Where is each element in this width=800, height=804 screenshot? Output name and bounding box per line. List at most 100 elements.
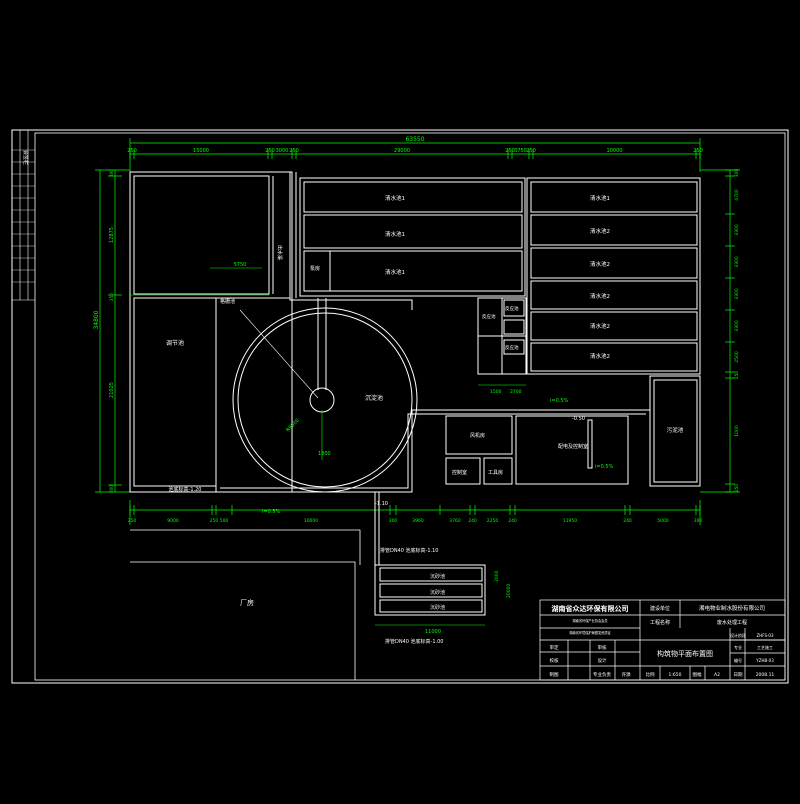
title-role-cells: 审定审核校核设计制图专业负责许源 xyxy=(550,644,631,678)
right-tanks xyxy=(526,177,701,375)
sludge-tank xyxy=(649,375,701,487)
bottom-dimension-chain xyxy=(129,500,701,525)
dim-bottom-seg-13: 5000 xyxy=(657,518,669,524)
title-sheet-value: YZHB-03 xyxy=(755,658,774,663)
label-clear-right-0: 清水池1 xyxy=(590,194,610,202)
dim-right-seg-0: 300 xyxy=(734,169,740,178)
title-scale-value: 1:650 xyxy=(669,672,682,678)
title-block xyxy=(539,599,786,681)
dim-right-seg-9: 250 xyxy=(734,484,740,493)
dim-right-seg-2: 3300 xyxy=(734,224,740,236)
dim-top-total: 63550 xyxy=(405,136,424,143)
title-drawing-title: 构筑物平面布置图 xyxy=(657,649,713,658)
title-stage-label: 设计阶段 xyxy=(730,632,746,638)
dim-bottom-seg-14: 300 xyxy=(694,518,703,524)
label-pipe-2: 排管DN40 池底标高-1.00 xyxy=(385,638,443,645)
title-company-left: 湖南省众达环保有限公司 xyxy=(552,604,629,613)
label-base-elevation: 池底标高-1.20 xyxy=(169,486,202,493)
filter-boxes xyxy=(477,297,527,375)
right-tank-labels: 清水池1 清水池2 清水池2 清水池2 清水池2 清水池2 xyxy=(590,194,610,360)
factory-outline xyxy=(130,529,361,680)
label-pump-room: 风机房 xyxy=(470,432,485,439)
signature-strip: 会签栏 xyxy=(12,130,35,301)
dim-right-seg-1: 4700 xyxy=(734,189,740,201)
dim-bottom-seg-11: 11950 xyxy=(563,518,577,524)
round-tank xyxy=(232,298,418,493)
dim-bottom-seg-7: 3760 xyxy=(449,518,461,524)
label-slope-3: i=0.5% xyxy=(595,464,614,470)
label-small-room-0: 控制室 xyxy=(452,469,467,476)
label-elev-2: -0.50 xyxy=(572,416,585,422)
top-dimension-chain xyxy=(129,138,701,172)
dim-top-seg-8: 250 xyxy=(526,148,536,154)
dim-5750: 5750 xyxy=(234,262,247,268)
dim-top-seg-3: 3000 xyxy=(276,148,289,154)
right-dimension-chain xyxy=(700,169,740,493)
label-clear-right-4: 清水池2 xyxy=(590,322,610,330)
label-filter-a: 反应池 xyxy=(482,313,496,320)
dim-bottom-seg-4: 10000 xyxy=(304,518,318,524)
dim-bottom-seg-12: 240 xyxy=(623,518,632,524)
dim-right-seg-6: 2500 xyxy=(734,351,740,363)
title-sheet-label: 编号 xyxy=(734,657,742,663)
title-role-5: 专业负责 xyxy=(593,671,611,678)
label-slope-2: i=0.5% xyxy=(262,509,281,515)
dim-bottom-seg-0: 250 xyxy=(128,518,137,524)
dim-left-1: 12875 xyxy=(109,227,115,243)
label-vertical: 出水渠 xyxy=(276,245,283,260)
outer-frame xyxy=(11,129,789,684)
label-clear-top-2: 清水池1 xyxy=(385,268,405,276)
title-date-label: 日期 xyxy=(734,672,743,678)
dim-top-seg-7: 3750 xyxy=(514,148,527,154)
title-project-name-label: 工程名称 xyxy=(650,619,670,626)
dim-bottom-seg-1: 9000 xyxy=(167,518,179,524)
label-lower-tank-0: 沉砂池 xyxy=(430,573,445,580)
label-round-tank: 沉淀池 xyxy=(365,394,383,402)
dim-filter-1: 2700 xyxy=(510,389,522,395)
label-sludge-tank: 污泥池 xyxy=(667,426,684,434)
dim-tank-right: 2000 xyxy=(494,570,500,582)
dim-bottom-seg-10: 240 xyxy=(508,518,517,524)
title-no-value: ZHFS-03 xyxy=(756,633,774,638)
label-control-room: 配电及控制室 xyxy=(558,443,588,450)
label-elev-1: -1.10 xyxy=(375,501,388,507)
dim-1800: 1800 xyxy=(318,451,331,457)
dim-top-seg-10: 250 xyxy=(693,148,703,154)
dim-right-seg-8: 1000 xyxy=(734,425,740,437)
title-prof-label: 专业 xyxy=(734,644,742,650)
dim-bottom-seg-5: 300 xyxy=(389,518,398,524)
dim-right-seg-4: 3300 xyxy=(734,288,740,300)
label-clear-right-3: 清水池2 xyxy=(590,292,610,300)
label-water-tank: 调节池 xyxy=(166,339,184,347)
lower-rooms xyxy=(445,415,629,485)
title-role-1: 审核 xyxy=(598,644,607,651)
title-role-4: 制图 xyxy=(550,671,559,678)
dim-left-2: 250 xyxy=(109,293,114,301)
title-size-label: 图幅 xyxy=(693,671,702,678)
title-role-3: 设计 xyxy=(598,657,607,664)
dim-top-seg-5: 29000 xyxy=(394,148,410,154)
dim-tank-bottom: 11000 xyxy=(425,629,441,635)
label-clear-right-2: 清水池2 xyxy=(590,260,610,268)
label-slope-1: i=0.5% xyxy=(550,398,569,404)
dim-filter-0: 1500 xyxy=(490,389,502,395)
label-pipe-1: 排管DN40 池底标高-1.10 xyxy=(380,547,438,554)
dim-tank-right2: 20000 xyxy=(506,584,512,598)
strip-label-0: 会签栏 xyxy=(22,150,29,165)
title-size-value: A2 xyxy=(714,672,720,678)
label-small-room-b: 格栅池 xyxy=(220,298,235,305)
label-clear-right-5: 清水池2 xyxy=(590,352,610,360)
lower-tanks xyxy=(374,564,486,616)
label-filter-c: 反应池 xyxy=(505,344,519,351)
dim-bottom-seg-2: 250 xyxy=(210,518,219,524)
dim-bottom-seg-8: 240 xyxy=(468,518,477,524)
title-company-right: 湘电物业制水股份有限公司 xyxy=(699,604,765,612)
left-dimension-chain xyxy=(95,169,130,493)
label-clear-top-1: 清水池1 xyxy=(385,230,405,238)
label-clear-right-1: 清水池2 xyxy=(590,227,610,235)
label-small-room-a: 泵房 xyxy=(310,265,320,272)
